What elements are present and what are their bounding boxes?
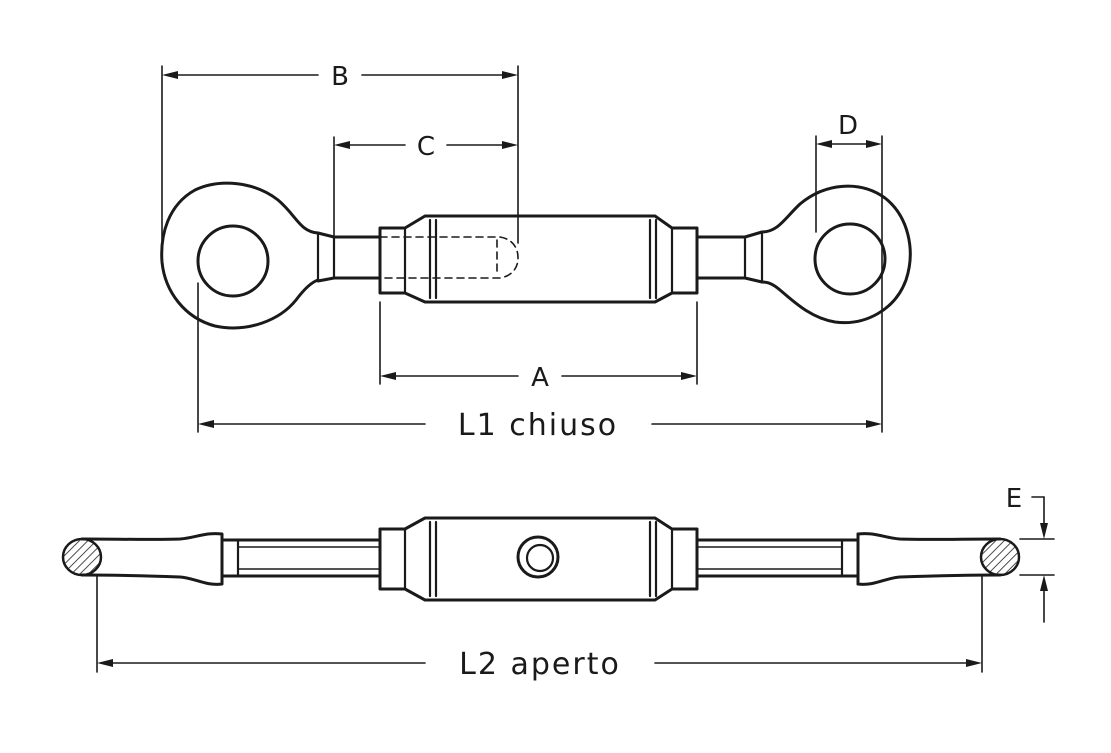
left-eye [160,181,320,330]
left-shank [316,231,382,283]
left-rod-end-section [61,532,224,586]
right-rod [695,538,860,578]
label-c: C [417,132,435,162]
dimension-b: B [161,62,519,244]
body-hole [516,535,560,579]
right-rod-end-section [856,532,1021,586]
label-l1: L1 chiuso [458,408,618,443]
label-e: E [1006,484,1022,514]
dimension-c: C [333,132,518,238]
bottom-view-turnbuckle [61,516,1021,602]
label-a: A [531,363,549,393]
label-d: D [838,111,858,141]
label-b: B [331,62,349,92]
dimension-a: A [379,301,698,393]
label-l2: L2 aperto [459,647,621,682]
left-rod [220,538,382,578]
turnbuckle-body-open [378,516,699,602]
hidden-threaded-rod [379,236,519,279]
dimension-d: D [815,111,883,433]
right-shank [695,230,764,284]
dimension-l2: L2 aperto [96,574,983,682]
dimension-l1: L1 chiuso [197,282,882,443]
top-view-turnbuckle [160,181,912,330]
right-eye [760,184,912,325]
dimension-e: E [1006,484,1055,623]
turnbuckle-body-closed [378,214,699,304]
